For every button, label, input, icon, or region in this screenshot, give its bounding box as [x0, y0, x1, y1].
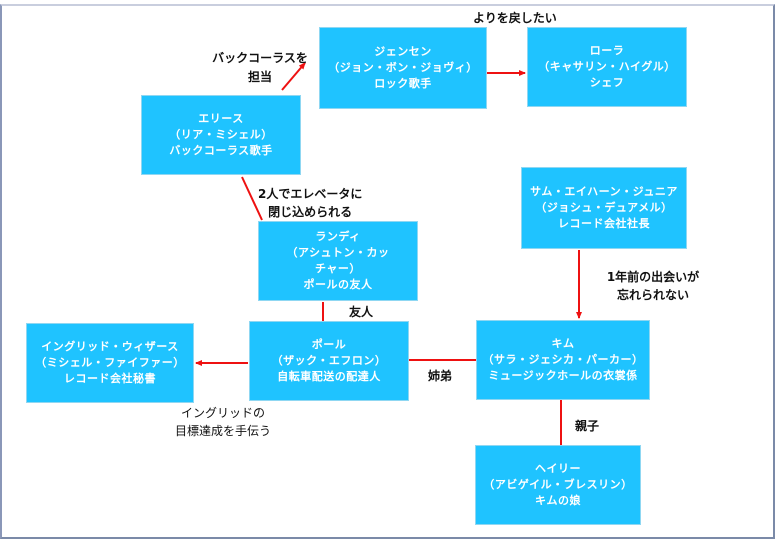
node-name: エリース: [198, 112, 244, 125]
node-randy[interactable]: ランディ （アシュトン・カッ チャー） ポールの友人: [258, 221, 418, 301]
node-name: ポール: [311, 338, 347, 351]
node-actor-line1: （アシュトン・カッ: [286, 246, 390, 259]
node-role: ポールの友人: [303, 278, 373, 291]
node-actor: （ジョシュ・デュアメル）: [535, 201, 673, 214]
edge-label-text: 友人: [349, 305, 374, 319]
node-name: ジェンセン: [374, 45, 432, 58]
node-name: イングリッド・ウィザース: [41, 340, 179, 353]
edge-label-text: よりを戻したい: [473, 11, 557, 25]
edge-label-line1: バックコーラスを: [212, 51, 308, 65]
node-laura[interactable]: ローラ （キャサリン・ハイグル） シェフ: [527, 27, 687, 107]
edge-label-paul-ingrid: イングリッドの 目標達成を手伝う: [168, 405, 278, 439]
node-actor: （キャサリン・ハイグル）: [538, 60, 676, 73]
edge-label-text: 親子: [575, 419, 600, 433]
edge-label-text: 姉弟: [428, 369, 453, 383]
node-role: シェフ: [589, 76, 625, 89]
node-actor: （サラ・ジェシカ・パーカー）: [482, 353, 644, 366]
edge-label-randy-paul: 友人: [349, 304, 373, 320]
node-actor: （ジョン・ボン・ジョヴィ）: [328, 61, 478, 74]
edge-label-line2: 担当: [247, 70, 272, 84]
node-name: ローラ: [589, 44, 625, 57]
node-name: ランディ: [315, 230, 361, 243]
node-role: レコード会社秘書: [64, 372, 156, 385]
node-actor-line2: チャー）: [315, 262, 361, 275]
node-name: ヘイリー: [535, 462, 581, 475]
node-actor: （リア・ミシェル）: [169, 128, 273, 141]
node-name: サム・エイハーン・ジュニア: [530, 185, 678, 198]
diagram-frame: [0, 4, 775, 539]
edge-label-line1: 1年前の出会いが: [606, 270, 700, 284]
node-elise[interactable]: エリース （リア・ミシェル） バックコーラス歌手: [141, 95, 301, 175]
edge-label-elise-jensen: バックコーラスを 担当: [205, 50, 315, 85]
node-role: ロック歌手: [374, 77, 432, 90]
node-jensen[interactable]: ジェンセン （ジョン・ボン・ジョヴィ） ロック歌手: [319, 27, 487, 109]
node-actor: （アビゲイル・ブレスリン）: [483, 478, 633, 491]
node-role: ミュージックホールの衣裳係: [488, 369, 638, 382]
edge-label-kim-haley: 親子: [575, 418, 599, 434]
node-actor: （ミシェル・ファイファー）: [35, 356, 185, 369]
node-paul[interactable]: ポール （ザック・エフロン） 自転車配送の配達人: [249, 321, 409, 401]
edge-label-elise-randy: 2人でエレベータに 閉じ込められる: [258, 186, 362, 220]
node-sam[interactable]: サム・エイハーン・ジュニア （ジョシュ・デュアメル） レコード会社社長: [521, 167, 687, 249]
edge-label-line1: 2人でエレベータに: [258, 187, 363, 201]
edge-label-sam-kim: 1年前の出会いが 忘れられない: [595, 269, 711, 303]
node-name: キム: [551, 337, 575, 350]
edge-label-line2: 閉じ込められる: [268, 205, 353, 219]
node-kim[interactable]: キム （サラ・ジェシカ・パーカー） ミュージックホールの衣裳係: [476, 320, 650, 400]
node-actor: （ザック・エフロン）: [271, 354, 387, 367]
edge-elise-randy: [241, 176, 263, 221]
node-ingrid[interactable]: イングリッド・ウィザース （ミシェル・ファイファー） レコード会社秘書: [26, 323, 194, 403]
node-role: レコード会社社長: [558, 217, 650, 230]
node-role: 自転車配送の配達人: [277, 370, 381, 383]
node-role: キムの娘: [535, 494, 581, 507]
edge-label-line2: 忘れられない: [616, 288, 689, 302]
edge-label-paul-kim: 姉弟: [428, 368, 452, 384]
node-haley[interactable]: ヘイリー （アビゲイル・ブレスリン） キムの娘: [475, 445, 641, 525]
node-role: バックコーラス歌手: [169, 144, 273, 157]
edge-label-line2: 目標達成を手伝う: [174, 424, 271, 438]
edge-elise-jensen: [281, 62, 306, 91]
edge-label-line1: イングリッドの: [180, 406, 265, 420]
edge-label-jensen-laura: よりを戻したい: [473, 10, 557, 26]
